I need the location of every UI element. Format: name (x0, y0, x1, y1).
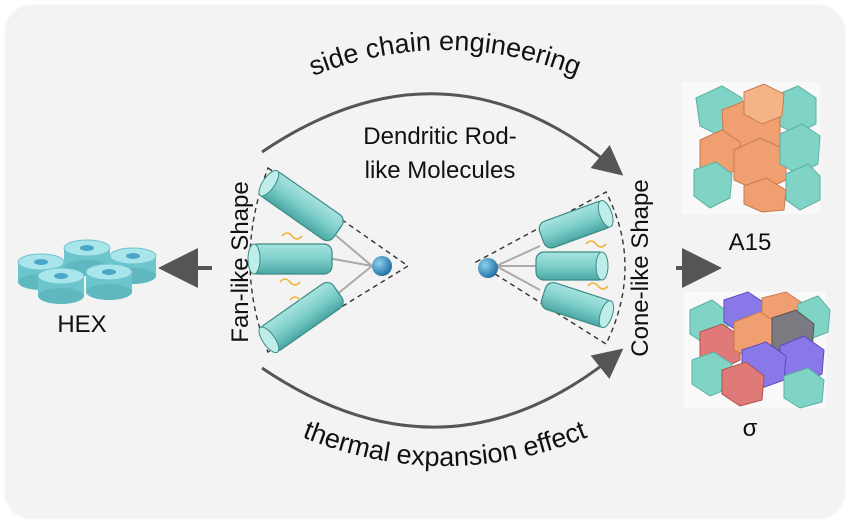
center-title-line2: like Molecules (365, 157, 516, 184)
fan-shape-label: Fan-like Shape (227, 181, 254, 342)
a15-label: A15 (729, 229, 772, 256)
bottom-arc-arrow (261, 348, 624, 429)
cone-molecule (474, 191, 626, 346)
hex-phase-illustration (17, 239, 157, 304)
hex-label: HEX (57, 311, 106, 338)
top-arc-label: side chain engineering (305, 26, 586, 82)
center-title-line1: Dendritic Rod- (363, 123, 516, 150)
fan-molecule (247, 166, 410, 354)
cone-shape-label: Cone-like Shape (627, 179, 654, 356)
a15-phase-illustration (682, 82, 821, 214)
top-arc-arrow (261, 92, 624, 176)
sigma-phase-illustration (684, 291, 831, 409)
bottom-arc-label: thermal expansion effect (300, 415, 591, 473)
sigma-label: σ (743, 415, 758, 442)
